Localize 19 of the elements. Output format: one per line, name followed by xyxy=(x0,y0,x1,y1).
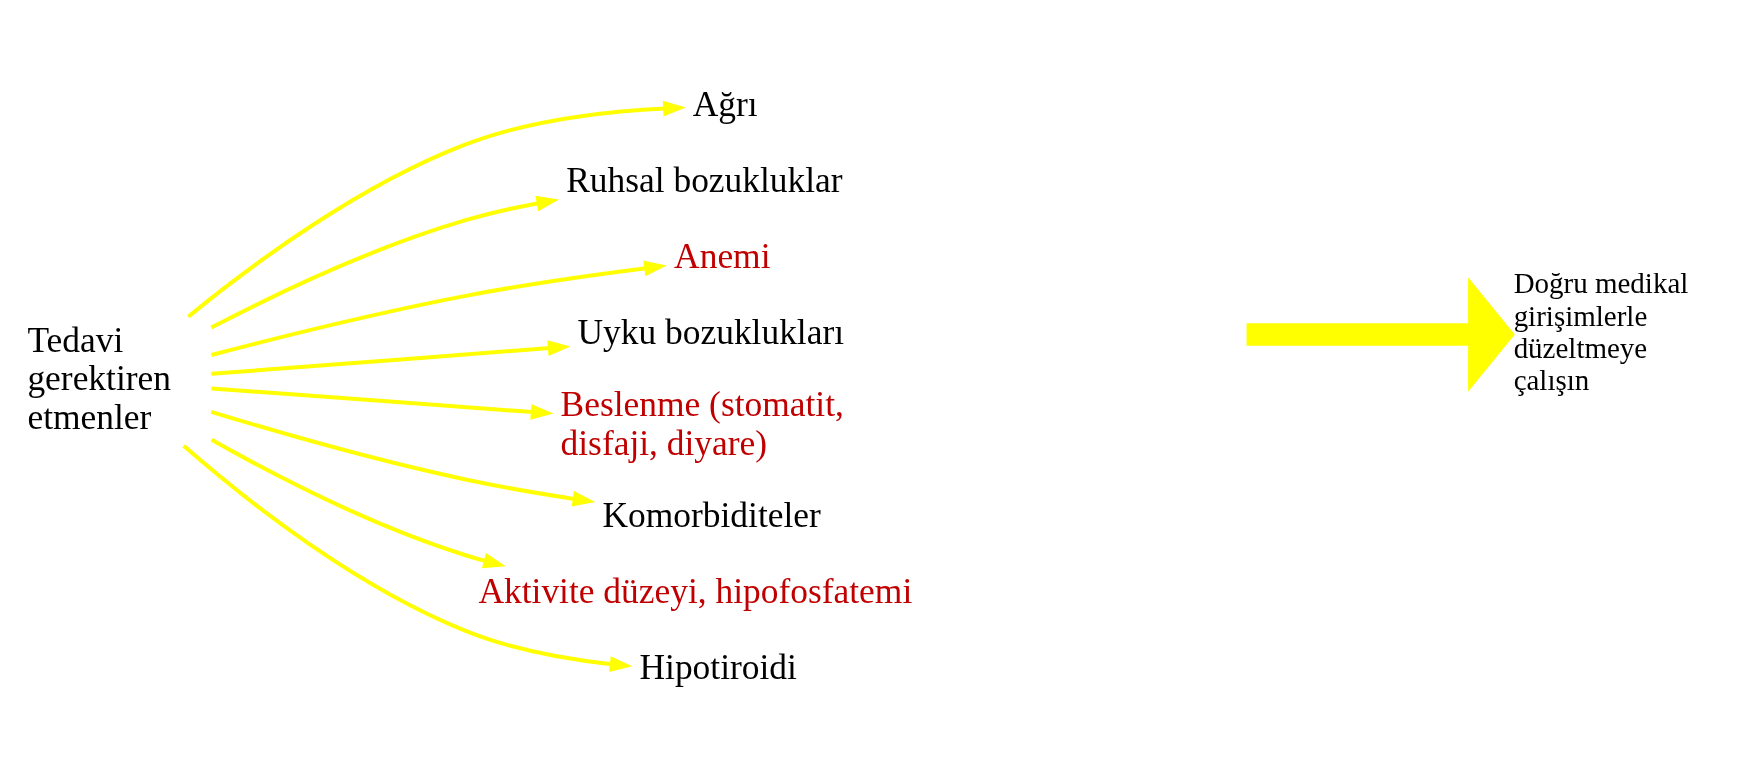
node-text: Tedavi gerektiren etmenler xyxy=(27,319,171,437)
arrow xyxy=(1246,277,1515,392)
arrow xyxy=(211,386,554,420)
node-text: Ağrı xyxy=(692,84,758,125)
node-text: Uyku bozuklukları xyxy=(577,311,845,352)
arrow xyxy=(211,340,571,376)
arrow xyxy=(186,100,686,319)
arrow xyxy=(210,409,596,507)
node-text: Doğru medikal girişimlerle düzeltmeye çalışın xyxy=(1513,267,1689,396)
node-text: Hipotiroidi xyxy=(639,646,797,687)
arrow xyxy=(210,195,560,330)
arrow xyxy=(182,444,633,672)
arrow xyxy=(210,438,506,569)
node-text: Beslenme (stomatit, disfaji, diyare) xyxy=(560,384,844,463)
arrow xyxy=(210,260,667,357)
node-text: Anemi xyxy=(674,235,771,276)
node-text: Ruhsal bozukluklar xyxy=(566,160,843,201)
node-text: Komorbiditeler xyxy=(602,495,821,536)
node-text: Aktivite düzeyi, hipofosfatemi xyxy=(478,570,913,611)
